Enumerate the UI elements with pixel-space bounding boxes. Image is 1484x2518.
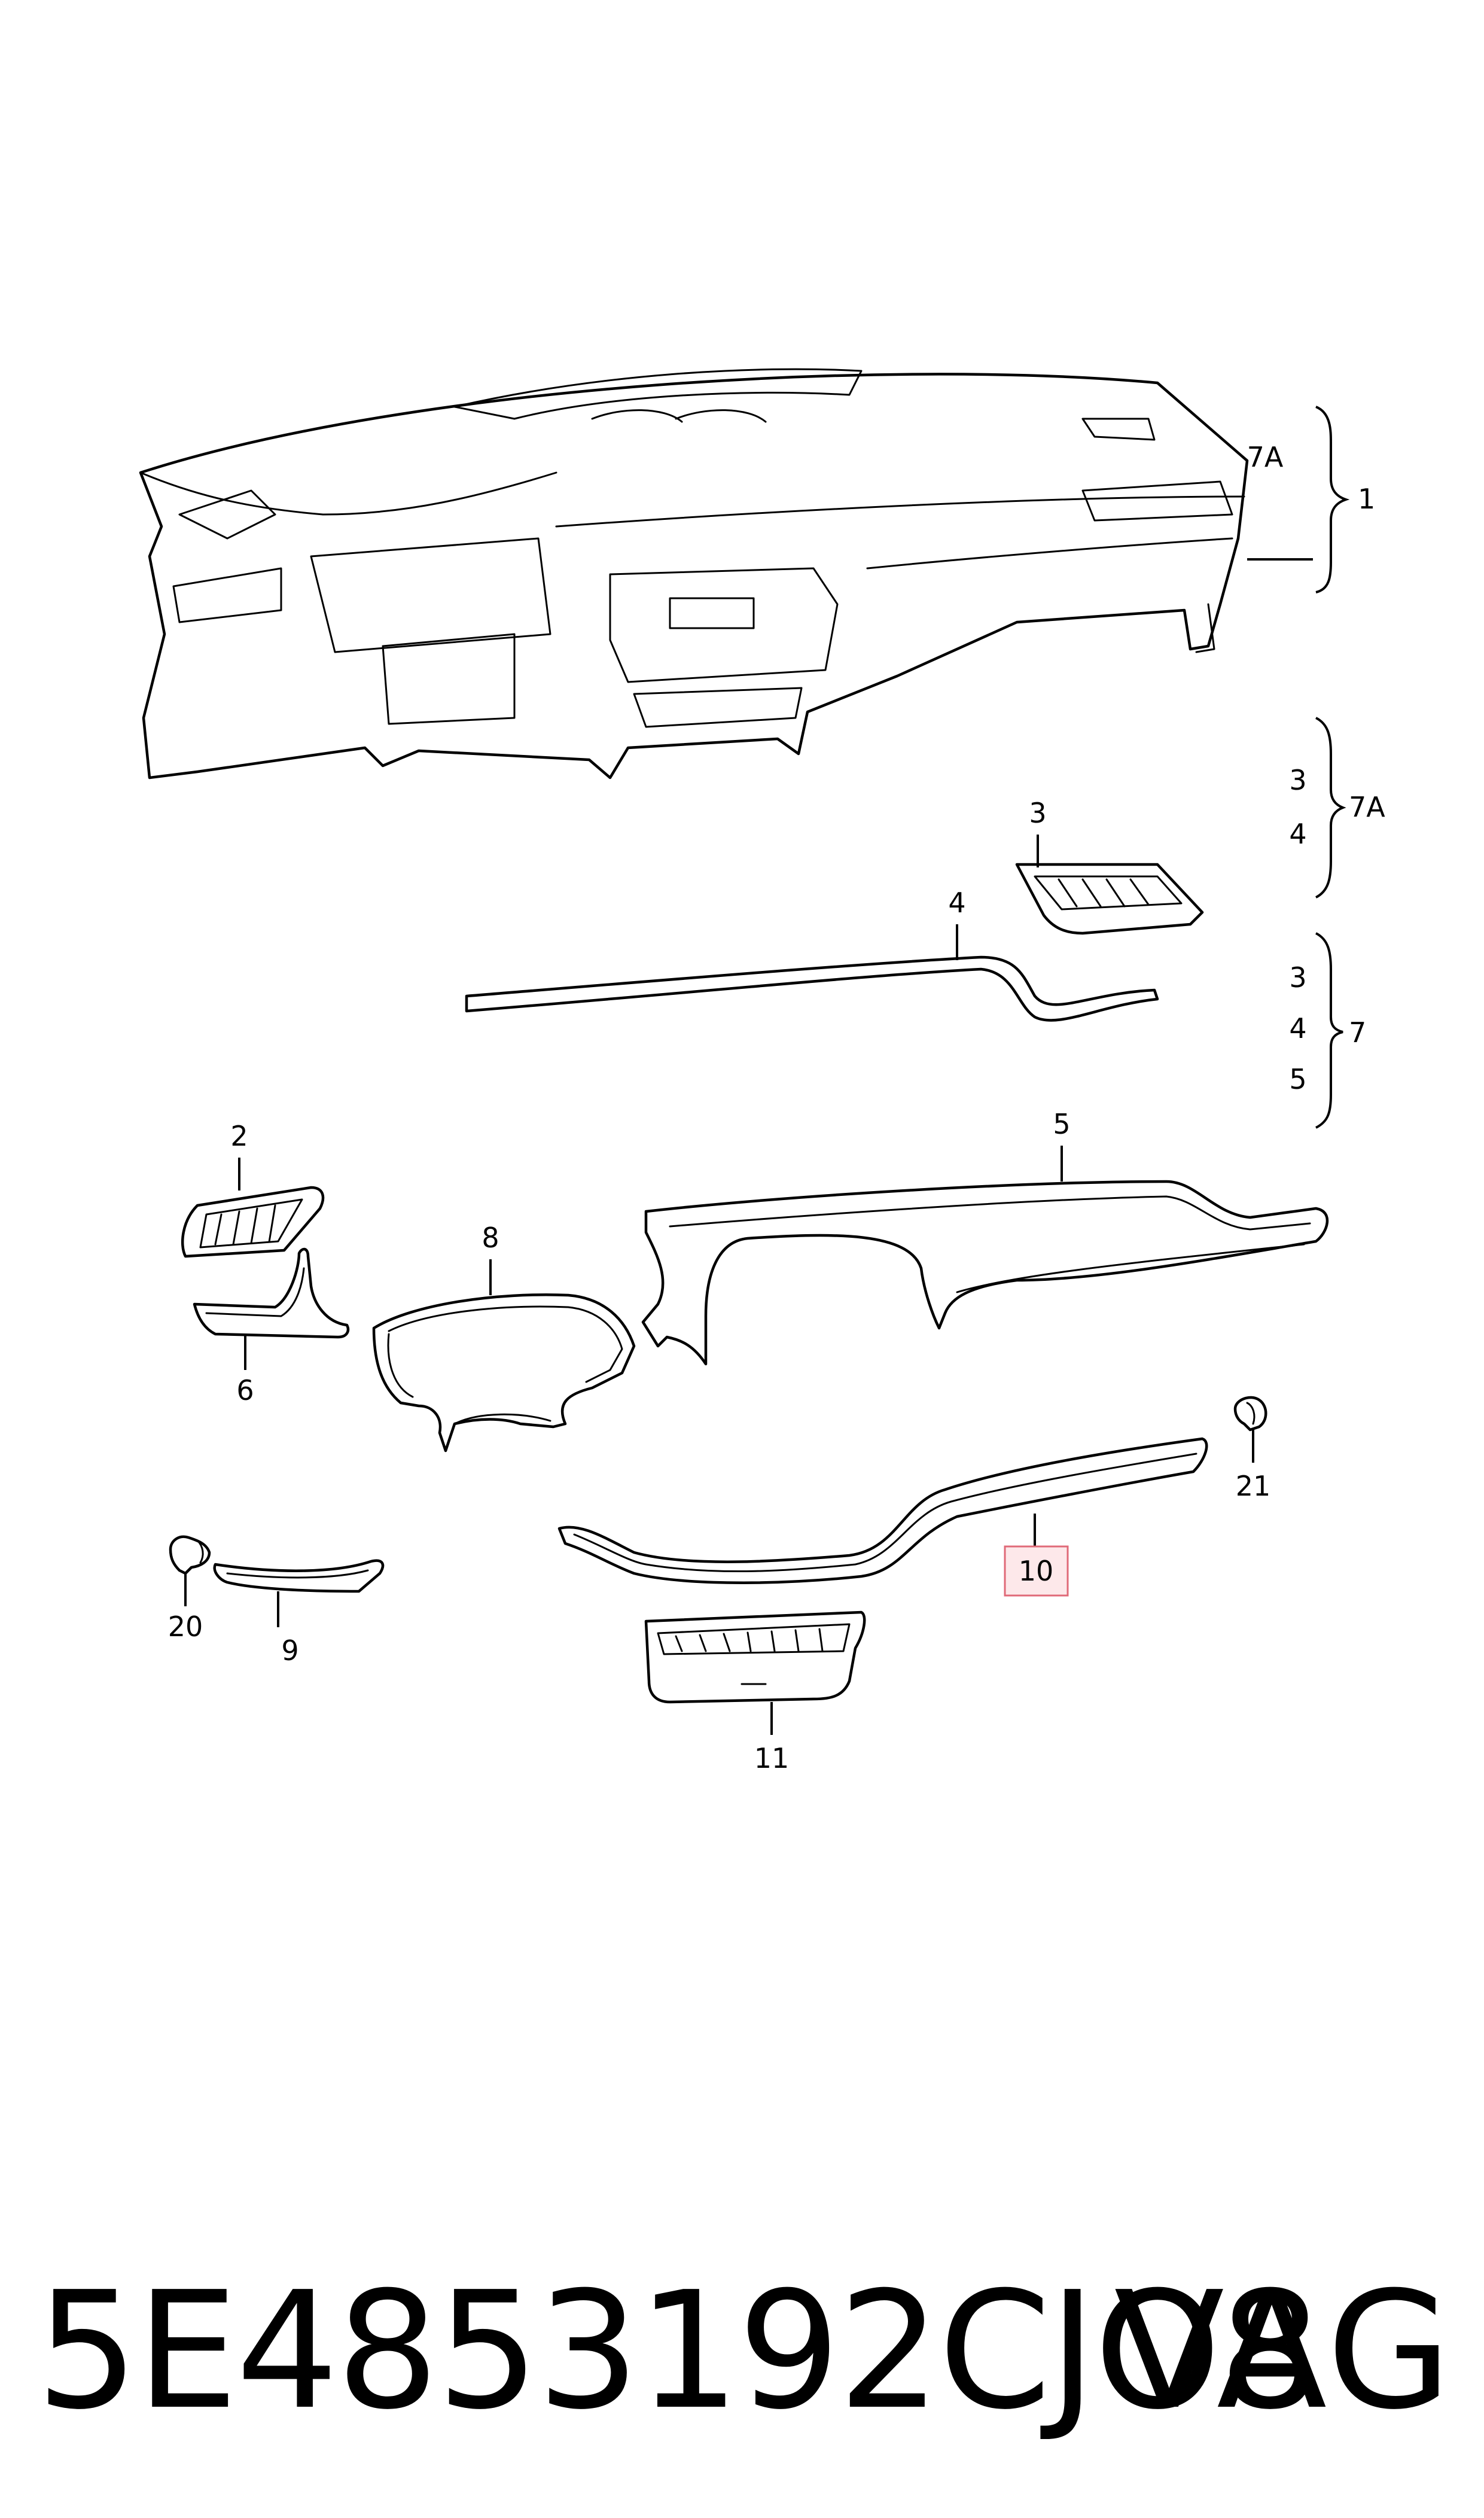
clip-20-part: 20 <box>168 1535 211 1643</box>
callout-6: 6 <box>236 1374 254 1406</box>
part-number: 5E4853192CJO8 <box>36 2257 1321 2445</box>
vent-right-part: 3 <box>1015 797 1204 935</box>
small-lower-trim-part: 9 <box>213 1559 385 1667</box>
dash-top-cover-part: 5 <box>641 1108 1328 1366</box>
callout-7: 7 <box>1349 1016 1366 1049</box>
brand-label: VAG <box>1114 2257 1454 2445</box>
center-vent-part: 11 <box>644 1610 866 1774</box>
instrument-cluster-surround-part: 8 <box>372 1222 636 1453</box>
upper-trim-strip-part: 4 <box>465 887 1159 1022</box>
callout-3: 3 <box>1029 797 1046 829</box>
callout-4-low: 4 <box>1289 1012 1306 1045</box>
footer: 5E4853192CJO8 VAG <box>0 2249 1484 2453</box>
callout-21: 21 <box>1236 1470 1271 1502</box>
vent-left-part: 2 <box>181 1120 325 1258</box>
callout-11: 11 <box>754 1742 790 1774</box>
callout-2: 2 <box>230 1120 248 1152</box>
callout-20: 20 <box>168 1610 203 1643</box>
callout-9: 9 <box>281 1634 298 1667</box>
left-lower-trim-part: 6 <box>193 1247 350 1406</box>
group-bracket-top: 7A 1 <box>1247 406 1375 593</box>
group-bracket-low: 3 4 5 7 <box>1289 932 1366 1129</box>
callout-7A-top: 7A <box>1247 441 1284 473</box>
highlight-box-10 <box>1004 1545 1069 1597</box>
decor-trim-strip-part: 10 <box>557 1437 1208 1597</box>
callout-3-mid: 3 <box>1289 764 1306 796</box>
callout-10: 10 <box>1019 1555 1054 1587</box>
callout-8: 8 <box>482 1222 499 1254</box>
callout-5: 5 <box>1053 1108 1070 1140</box>
group-bracket-mid: 3 4 7A <box>1289 717 1385 899</box>
callout-7A-mid: 7A <box>1349 791 1385 823</box>
callout-3-low: 3 <box>1289 961 1306 994</box>
callout-4: 4 <box>948 887 965 919</box>
callout-1: 1 <box>1358 483 1375 515</box>
callout-4-mid: 4 <box>1289 818 1306 850</box>
clip-21-part: 21 <box>1233 1396 1271 1502</box>
dashboard-assembly <box>139 368 1249 780</box>
callout-5-low: 5 <box>1289 1063 1306 1095</box>
